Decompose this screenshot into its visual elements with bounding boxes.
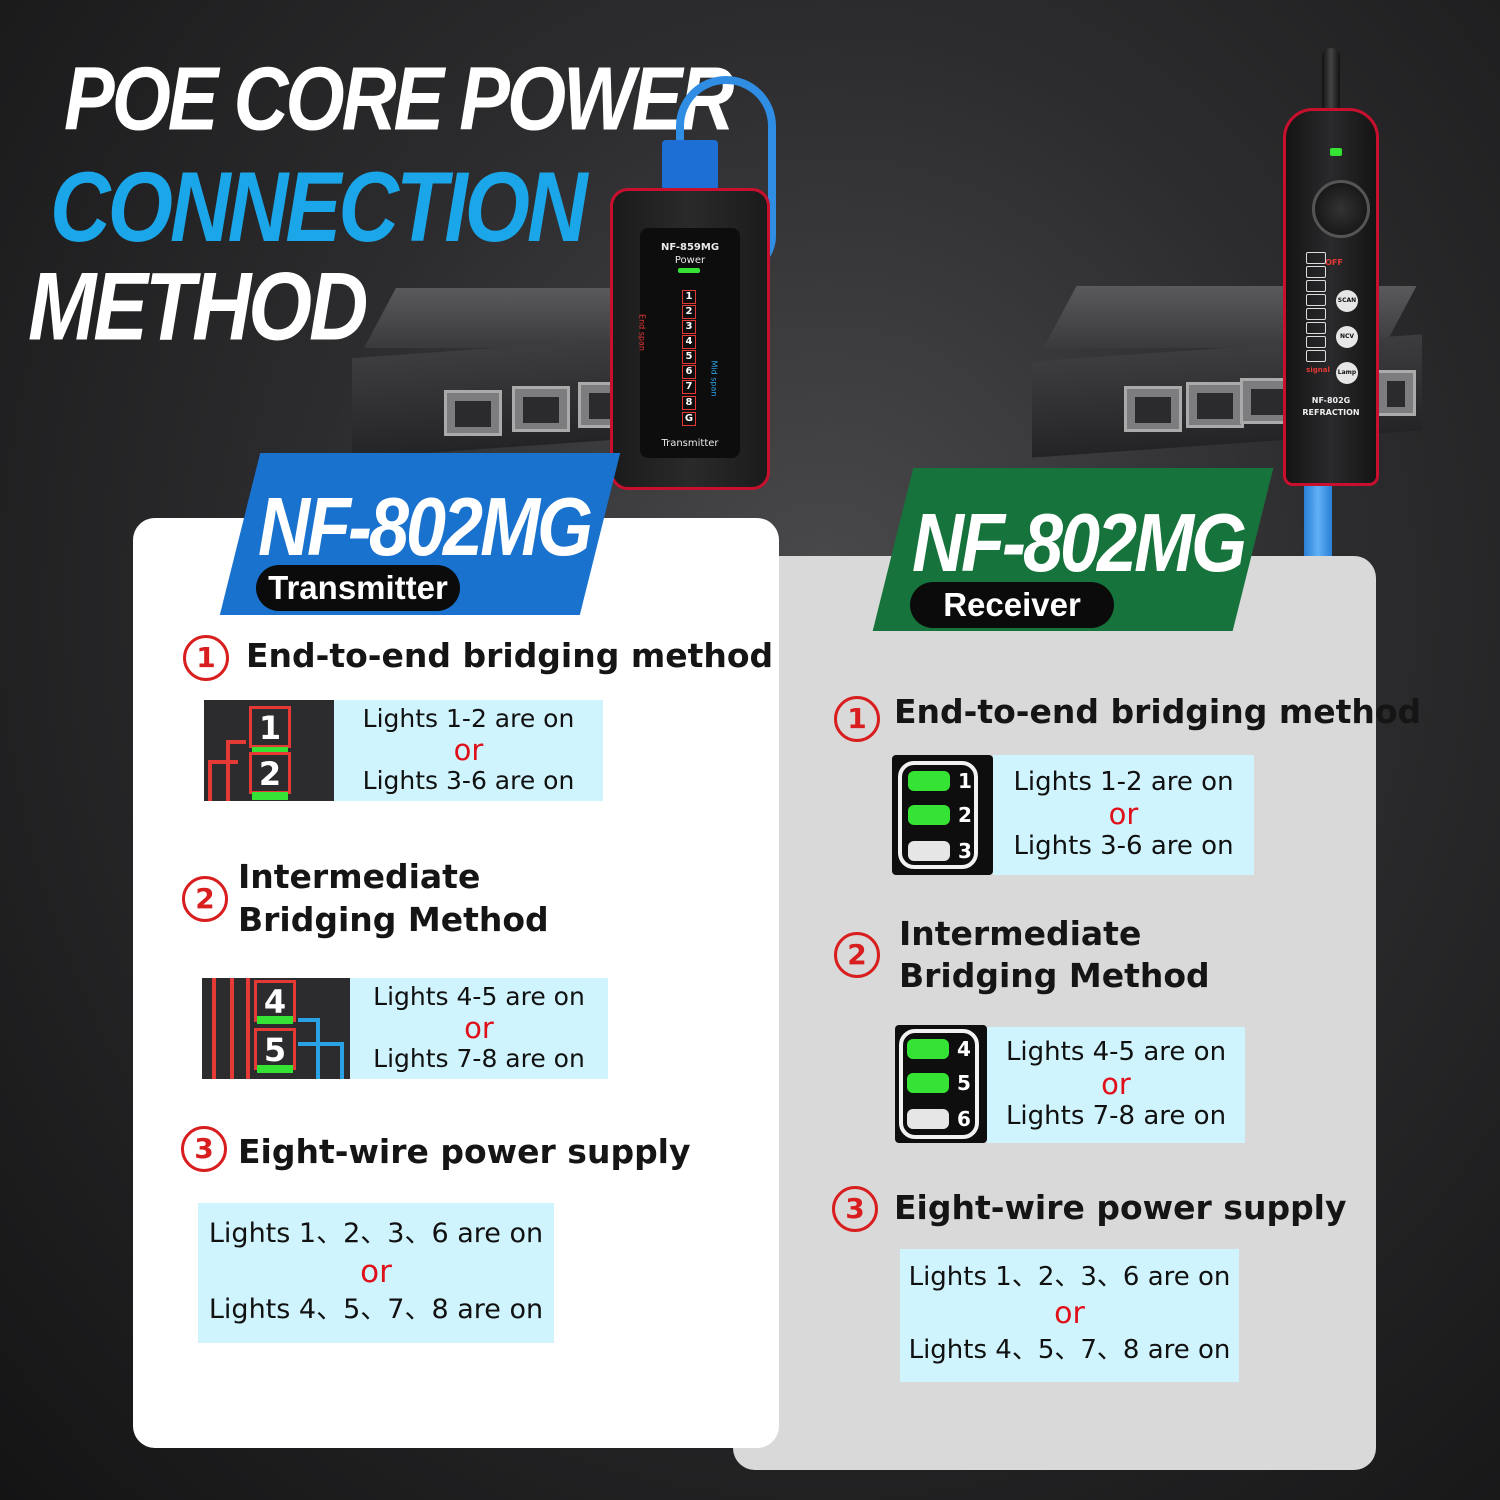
info-or: or (1054, 1296, 1085, 1331)
rx-led-thumbnail: 1 2 3 (892, 755, 993, 875)
step-title: Eight-wire power supply (894, 1188, 1347, 1227)
tx-pin: 7 (682, 380, 696, 394)
info-line: Lights 4、5、7、8 are on (908, 1335, 1231, 1365)
step-title-line-2: Bridging Method (238, 900, 549, 939)
lamp-button: Lamp (1336, 362, 1358, 384)
rx-signal-label: signal (1306, 366, 1330, 374)
info-or: or (1101, 1067, 1131, 1101)
tx-led-thumbnail: 1 2 (204, 700, 334, 801)
step-title: Eight-wire power supply (238, 1132, 691, 1171)
tx-pin: 2 (682, 305, 696, 319)
rx-off-label: OFF (1325, 258, 1343, 267)
rx-led-thumbnail: 4 5 6 (895, 1025, 987, 1143)
tx-device-footer: Transmitter (661, 438, 719, 449)
scan-button: SCAN (1336, 290, 1358, 312)
info-line: Lights 4、5、7、8 are on (208, 1294, 544, 1325)
tx-thumb-number: 1 (249, 706, 291, 748)
rx-device-subtitle: REFRACTION (1302, 408, 1360, 417)
transmitter-title: NF-802MG (258, 481, 593, 574)
info-line: Lights 1、2、3、6 are on (208, 1218, 544, 1249)
rj45-plug (662, 140, 718, 190)
tx-step-3-info: Lights 1、2、3、6 are on or Lights 4、5、7、8 … (198, 1203, 554, 1343)
tx-thumb-number: 2 (249, 752, 291, 794)
info-line: Lights 4-5 are on (373, 982, 585, 1011)
off-led-bar (907, 1109, 949, 1129)
step-title: End-to-end bridging method (894, 692, 1422, 731)
info-line: Lights 1、2、3、6 are on (908, 1262, 1231, 1292)
rx-step-1-info: Lights 1-2 are on or Lights 3-6 are on (993, 755, 1254, 875)
tx-device-power: Power (674, 255, 706, 266)
step-number-badge: 1 (834, 696, 880, 742)
step-title: End-to-end bridging method (246, 636, 774, 675)
info-line: Lights 4-5 are on (1005, 1037, 1227, 1067)
rx-thumb-number: 5 (957, 1071, 971, 1095)
green-led-bar (252, 792, 288, 800)
ncv-button: NCV (1336, 326, 1358, 348)
green-led-bar (252, 747, 288, 755)
receiver-role-badge: Receiver (910, 582, 1114, 628)
tx-led-thumbnail: 4 5 (202, 978, 350, 1079)
ethernet-cable (1304, 486, 1332, 566)
tx-pin: G (682, 412, 696, 426)
tx-pin: 4 (682, 335, 696, 349)
step-number-badge: 2 (834, 932, 880, 978)
power-led (678, 268, 700, 273)
headline-line-2: CONNECTION (50, 151, 588, 263)
tx-pin: 5 (682, 350, 696, 364)
tx-thumb-number: 5 (254, 1028, 296, 1070)
info-or: or (360, 1254, 392, 1290)
transmitter-role-badge: Transmitter (256, 565, 460, 611)
green-led-bar (257, 1016, 293, 1024)
tx-pin: 1 (682, 290, 696, 304)
step-title-line-1: Intermediate (238, 857, 481, 896)
green-led-bar (908, 771, 950, 791)
info-line: Lights 3-6 are on (1013, 831, 1234, 861)
green-led-bar (907, 1073, 949, 1093)
step-title-line-1: Intermediate (899, 914, 1142, 953)
green-led-bar (257, 1065, 293, 1073)
headline-line-1: POE CORE POWER (64, 49, 734, 150)
rx-step-3-info: Lights 1、2、3、6 are on or Lights 4、5、7、8 … (900, 1249, 1239, 1382)
green-led-bar (908, 805, 950, 825)
info-or: or (464, 1011, 494, 1045)
rx-thumb-number: 6 (957, 1107, 971, 1131)
tx-pin: 6 (682, 365, 696, 379)
info-line: Lights 1-2 are on (362, 704, 575, 733)
rx-thumb-number: 1 (958, 769, 972, 793)
tx-device-model: NF-859MG (660, 242, 720, 253)
info-line: Lights 1-2 are on (1013, 767, 1234, 797)
volume-knob-icon (1312, 180, 1370, 238)
rx-device-model: NF-802G (1311, 396, 1351, 405)
tx-end-span: End span (637, 314, 647, 351)
receiver-title: NF-802MG (912, 497, 1247, 590)
green-led-bar (907, 1039, 949, 1059)
rx-step-2-info: Lights 4-5 are on or Lights 7-8 are on (987, 1027, 1245, 1143)
tx-mid-span: Mid span (709, 360, 719, 397)
tx-step-2-info: Lights 4-5 are on or Lights 7-8 are on (350, 978, 608, 1079)
tx-pin: 8 (682, 396, 696, 410)
info-line: Lights 7-8 are on (1005, 1101, 1227, 1131)
tx-pin: 3 (682, 320, 696, 334)
step-title-line-2: Bridging Method (899, 956, 1210, 995)
step-number-badge: 3 (832, 1186, 878, 1232)
off-led-bar (908, 841, 950, 861)
info-or: or (453, 733, 484, 767)
rx-thumb-number: 2 (958, 803, 972, 827)
tx-step-1-info: Lights 1-2 are on or Lights 3-6 are on (334, 700, 603, 801)
info-line: Lights 3-6 are on (362, 766, 575, 795)
step-number-badge: 3 (181, 1126, 227, 1172)
step-number-badge: 1 (183, 635, 229, 681)
rx-thumb-number: 4 (957, 1037, 971, 1061)
info-or: or (1108, 797, 1139, 831)
step-number-badge: 2 (182, 876, 228, 922)
rx-thumb-number: 3 (958, 839, 972, 863)
headline-line-3: METHOD (28, 253, 368, 361)
battery-icon (1330, 148, 1342, 156)
info-line: Lights 7-8 are on (373, 1044, 585, 1073)
